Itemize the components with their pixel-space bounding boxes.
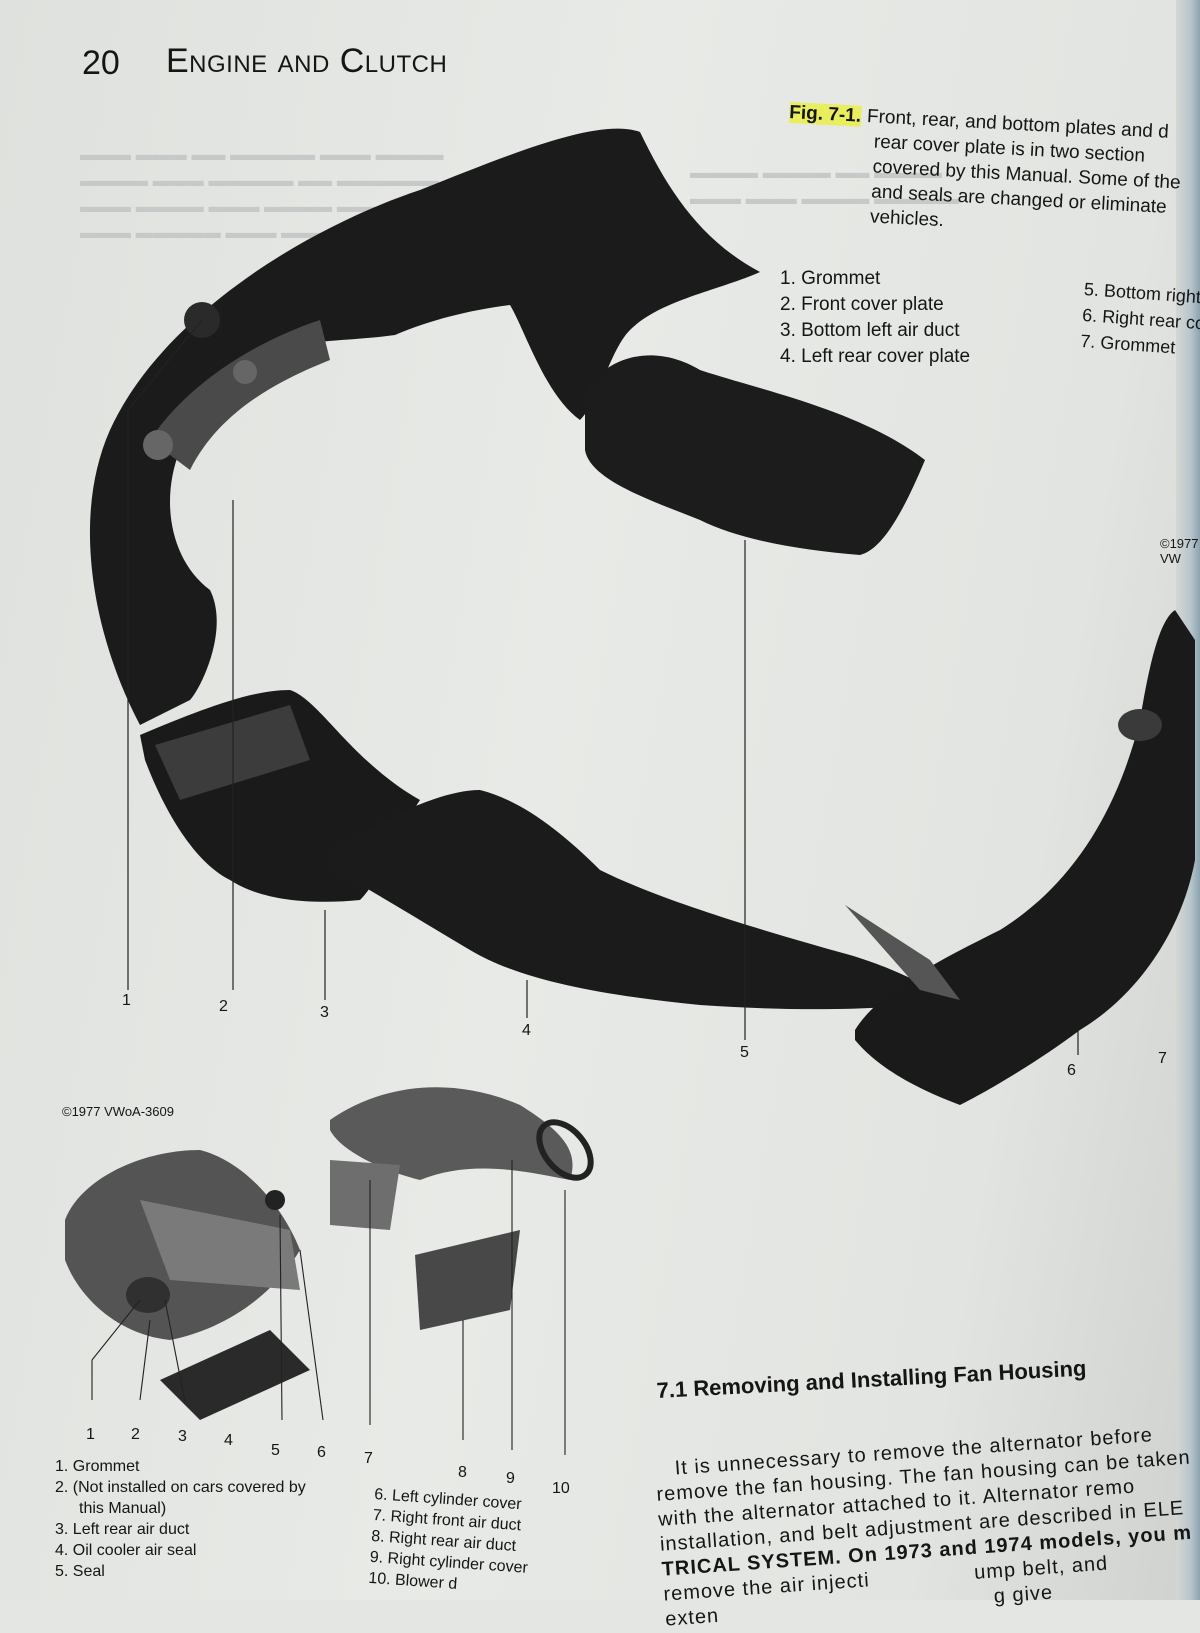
legend-item: 1. Grommet xyxy=(780,268,881,289)
bleed-through-text: ▬▬▬ ▬▬▬ ▬▬ ▬▬▬▬▬ ▬▬▬ ▬▬▬▬▬▬▬▬ ▬▬▬ ▬▬▬▬▬ … xyxy=(80,145,444,242)
callout-1: 1 xyxy=(122,992,131,1009)
grommet-shape xyxy=(126,1277,170,1313)
callout-5: 5 xyxy=(740,1044,749,1061)
legend-item: 3. Left rear air duct xyxy=(55,1521,190,1538)
seal-shape xyxy=(265,1190,285,1210)
grommet-shape xyxy=(1118,709,1162,741)
callout-8: 8 xyxy=(458,1464,467,1481)
lower-legend-left: 1. Grommet 2. (Not installed on cars cov… xyxy=(55,1456,306,1582)
legend-item: 1. Grommet xyxy=(55,1458,140,1475)
oil-cooler-air-seal-shape xyxy=(160,1330,310,1420)
callout-2: 2 xyxy=(219,998,228,1015)
callout-7: 7 xyxy=(364,1450,373,1467)
callout-3: 3 xyxy=(178,1428,187,1445)
callout-9: 9 xyxy=(506,1470,515,1487)
callout-3: 3 xyxy=(320,1004,329,1021)
page-number: 20 xyxy=(82,44,120,82)
legend-item: this Manual) xyxy=(79,1500,167,1517)
callout-10: 10 xyxy=(552,1480,570,1497)
section-body: It is unnecessary to remove the alternat… xyxy=(654,1420,1200,1632)
legend-item: 2. Front cover plate xyxy=(780,294,944,315)
figure-copyright: ©1977 VW xyxy=(1160,536,1199,566)
callout-4: 4 xyxy=(224,1432,233,1449)
leader-lines xyxy=(127,319,1079,1055)
figure-copyright: ©1977 VWoA-3609 xyxy=(62,1104,174,1119)
left-rear-cover-plate-shape xyxy=(585,355,925,555)
callout-4: 4 xyxy=(522,1022,531,1039)
chapter-title: Engine and Clutch xyxy=(166,42,448,80)
legend-item: 4. Oil cooler air seal xyxy=(55,1542,197,1559)
legend-item: 3. Bottom left air duct xyxy=(780,320,960,341)
leader-lines xyxy=(91,1160,566,1455)
front-cover-plate-shape xyxy=(89,128,760,725)
callout-1: 1 xyxy=(86,1426,95,1443)
callout-7: 7 xyxy=(1158,1050,1167,1067)
lower-legend-right: 6. Left cylinder cover 7. Right front ai… xyxy=(368,1484,533,1600)
callout-2: 2 xyxy=(131,1426,140,1443)
legend-item: 4. Left rear cover plate xyxy=(780,346,971,367)
callout-5: 5 xyxy=(271,1442,280,1459)
callout-6: 6 xyxy=(317,1444,326,1461)
right-rear-cover-plate-shape xyxy=(855,610,1195,1105)
blower-seal-shape xyxy=(536,1119,594,1181)
bleed-through-text: ▬▬▬▬ ▬▬▬▬ ▬▬ ▬▬▬▬▬▬▬ ▬▬▬ ▬▬▬▬ ▬▬▬▬▬ xyxy=(690,163,960,208)
legend-item: 5. Seal xyxy=(55,1563,105,1580)
bottom-plate-shape xyxy=(335,790,950,1010)
fan-housing-parts-illustration xyxy=(65,128,1195,1455)
right-front-air-duct-shape xyxy=(330,1087,573,1180)
legend-item: 2. (Not installed on cars covered by xyxy=(55,1479,306,1496)
figure-legend-left: 1. Grommet 2. Front cover plate 3. Botto… xyxy=(780,266,970,370)
front-cover-plate-highlight xyxy=(150,320,330,470)
callout-6: 6 xyxy=(1067,1062,1076,1079)
